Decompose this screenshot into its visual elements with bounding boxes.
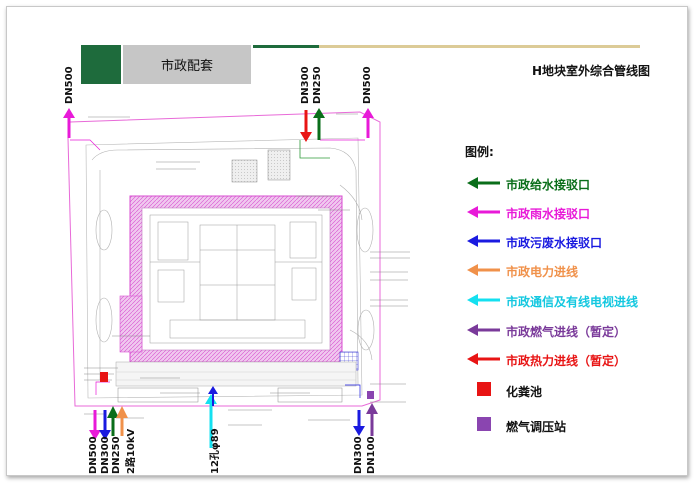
arrow-bottom-right-gas [366, 403, 378, 436]
gas-station-marker [367, 391, 374, 399]
section-label: 市政配套 [123, 45, 251, 84]
legend-symbol-telecom [467, 294, 500, 306]
legend-symbol-gas-station [477, 417, 491, 431]
legend-label-gas-station: 燃气调压站 [506, 420, 567, 434]
floor-plan-interior [149, 214, 323, 344]
legend-symbol-water [467, 177, 500, 189]
arrow-bottom-rain [89, 410, 101, 440]
pipe-label-top-left: DN500 [64, 66, 75, 104]
legend-label-sewage: 市政污废水接驳口 [506, 236, 603, 250]
drawing-title: H地块室外综合管线图 [531, 64, 650, 78]
pipe-label-bottom-mid: 12孔φ89 [210, 428, 221, 474]
legend-label-heat: 市政热力进线（暂定） [506, 354, 627, 368]
top-block-right [267, 149, 291, 181]
arrow-top-right-rain [362, 108, 374, 138]
arrow-bottom-power [116, 406, 128, 436]
legend-label-power: 市政电力进线 [506, 265, 579, 279]
arrow-top-left-rain [63, 108, 75, 138]
pipe-label-top-right: DN500 [362, 66, 373, 104]
pipe-label-bottom-left-1: DN500 [88, 436, 99, 474]
pipe-label-top-mid-1: DN300 [300, 66, 311, 104]
site-boundary [67, 111, 381, 407]
header-rule-tan [319, 45, 640, 48]
septic-tank-marker [100, 372, 108, 382]
legend-symbol-heat [467, 353, 500, 365]
legend-symbol-power [467, 264, 500, 276]
legend-label-gas: 市政燃气进线（暂定） [506, 325, 627, 339]
pipe-label-bottom-right-2: DN100 [366, 436, 377, 474]
legend-symbol-septic [477, 382, 491, 396]
legend-title: 图例: [465, 145, 494, 159]
top-block-left [231, 159, 258, 183]
building-footprint [119, 195, 359, 371]
pipe-label-bottom-left-4: 2路10kV [126, 428, 137, 474]
arrow-bottom-water [107, 406, 119, 436]
pipe-label-bottom-left-3: DN250 [111, 436, 122, 474]
arrow-top-mid-water [313, 108, 325, 140]
pipe-label-bottom-right-1: DN300 [353, 436, 364, 474]
header-rule-green [253, 45, 319, 48]
drawing-annotations [84, 113, 410, 426]
legend-label-septic: 化粪池 [506, 385, 543, 399]
bottom-service-zone [115, 361, 357, 403]
landscape [91, 147, 375, 386]
arrow-bottom-right-sewage [353, 410, 365, 436]
legend-label-rain: 市政雨水接驳口 [506, 207, 591, 221]
legend-label-water: 市政给水接驳口 [506, 178, 591, 192]
pipe-label-bottom-left-2: DN300 [100, 436, 111, 474]
legend-symbol-rain [467, 206, 500, 218]
pipe-label-top-mid-2: DN250 [312, 66, 323, 104]
header-accent-block [81, 45, 121, 84]
arrow-bottom-telecom-blue [208, 386, 218, 406]
legend-symbol-sewage [467, 235, 500, 247]
legend-symbol-gas [467, 324, 500, 336]
arrow-top-mid-heat [300, 110, 312, 142]
arrow-bottom-sewage [99, 410, 111, 440]
legend-label-telecom: 市政通信及有线电视进线 [506, 295, 639, 309]
